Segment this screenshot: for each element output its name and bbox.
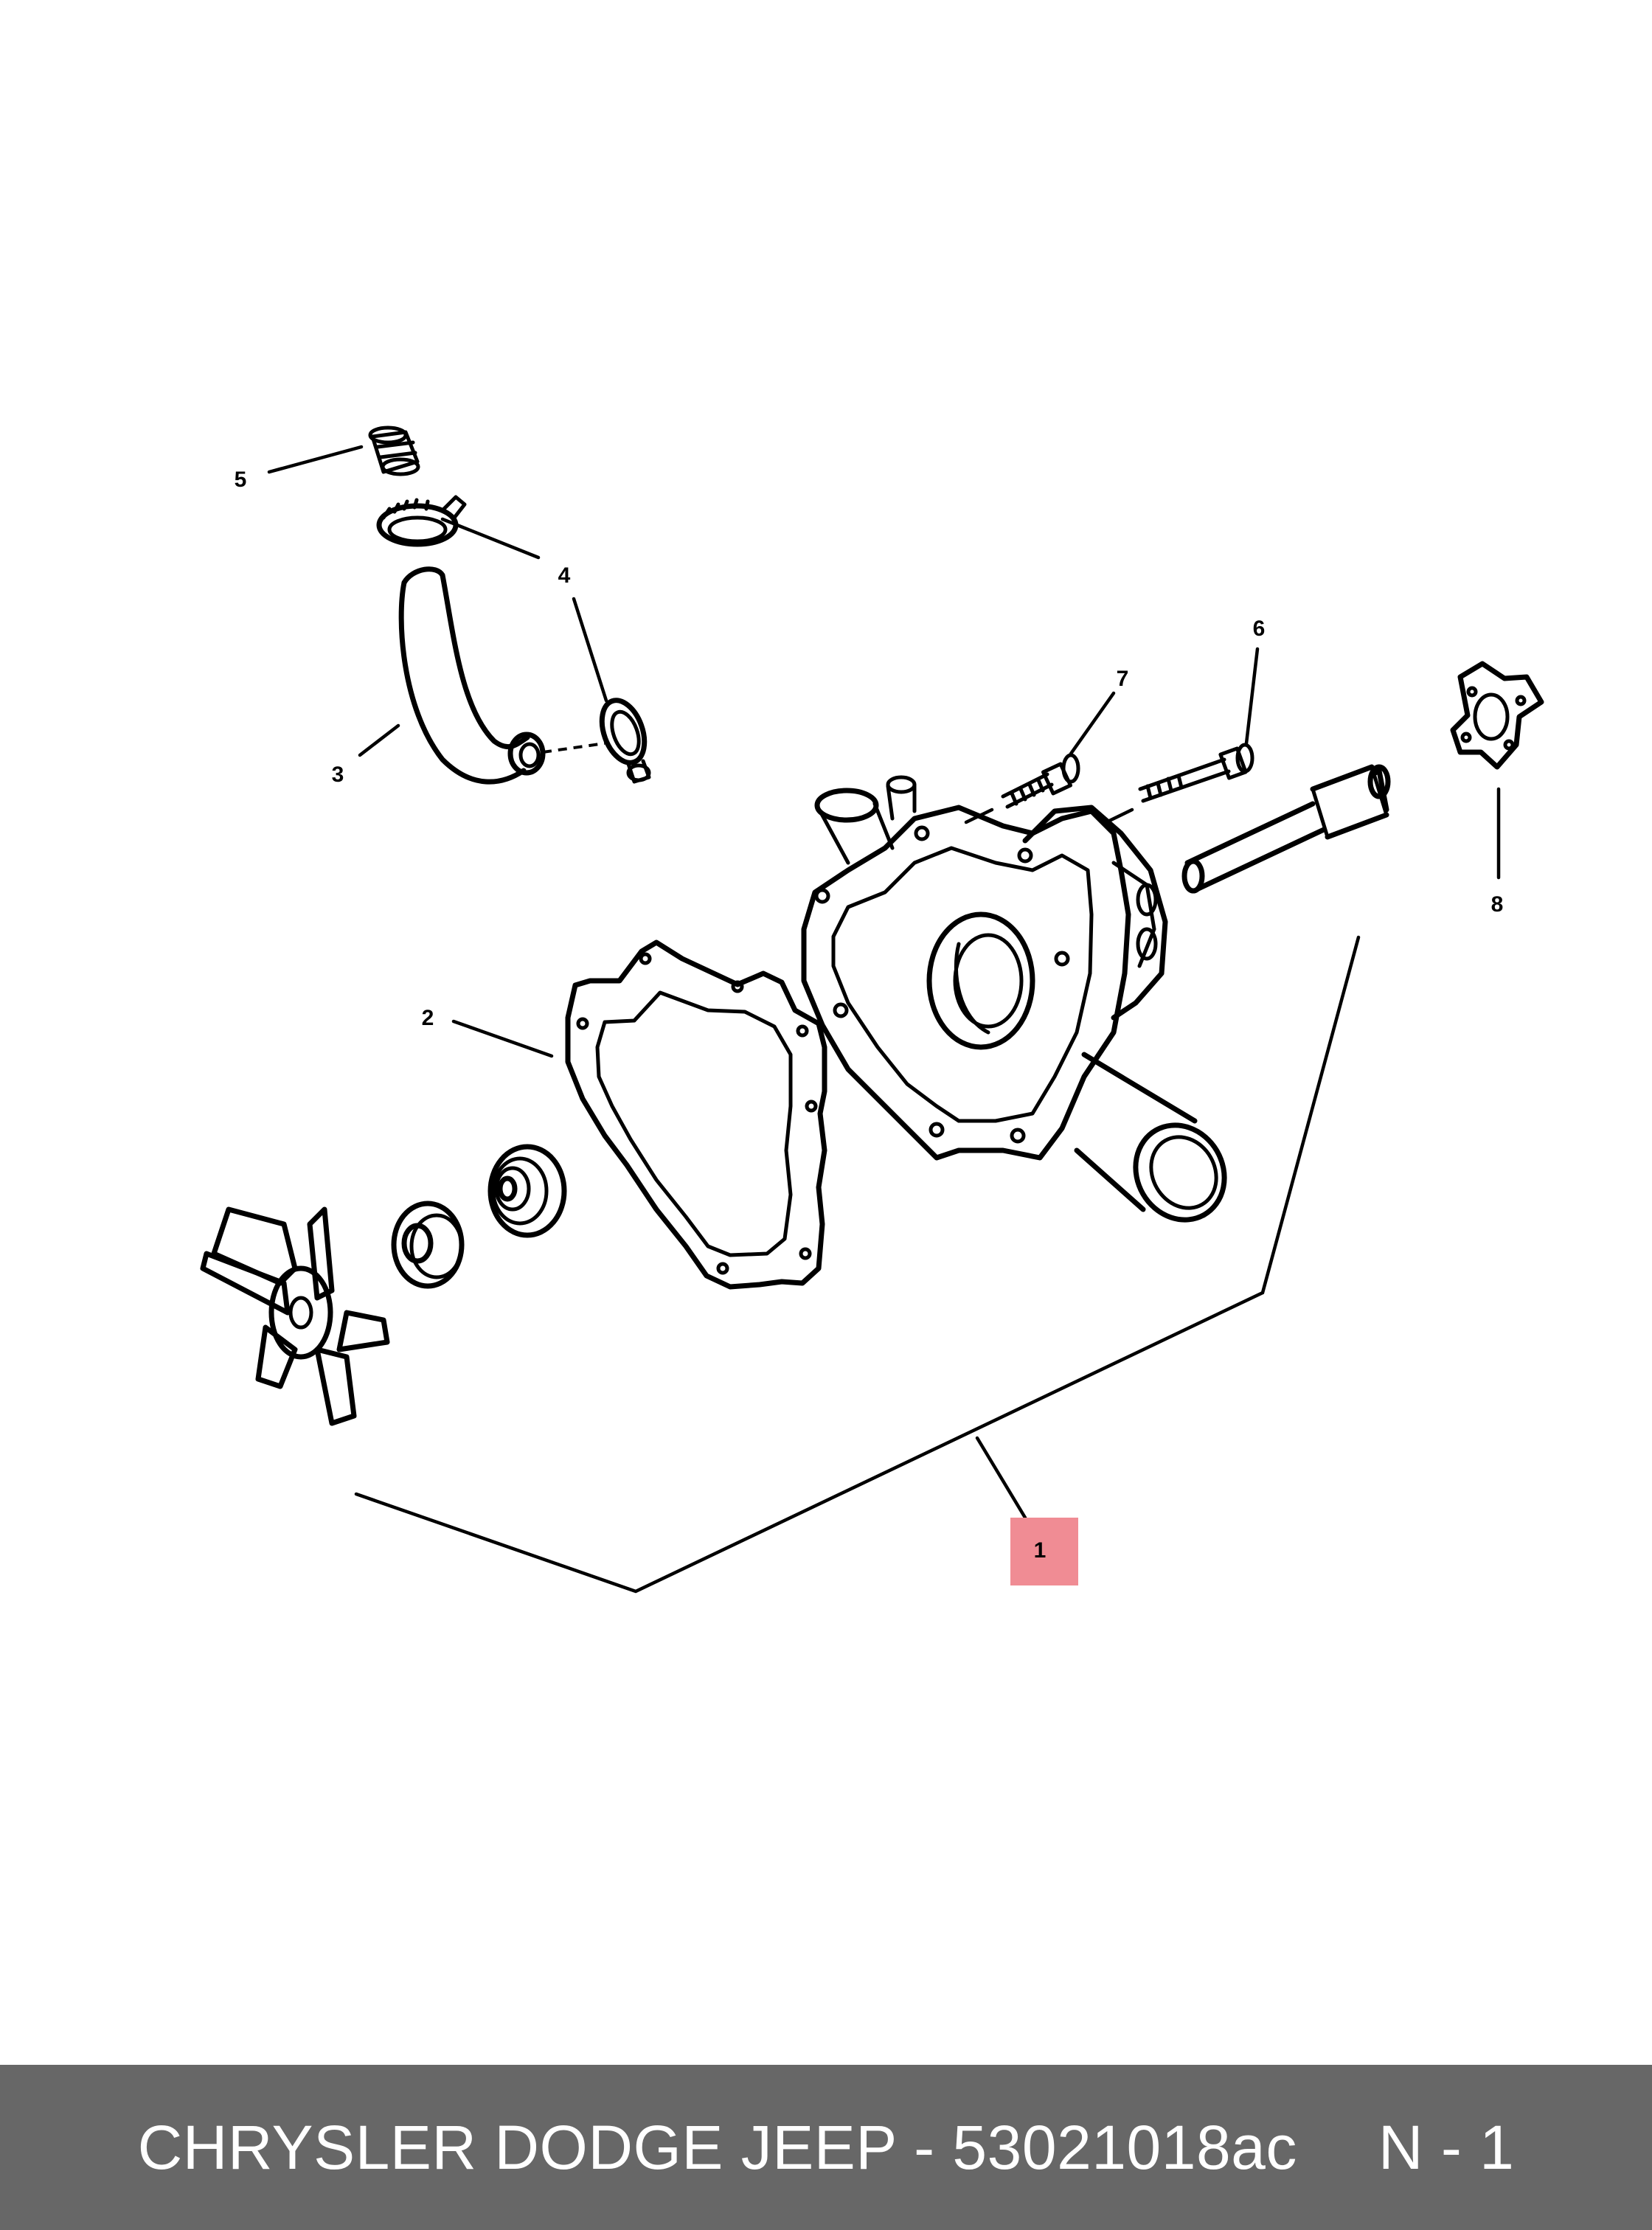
footer-caption-bar: CHRYSLER DODGE JEEP - 53021018ac N - 1	[0, 2065, 1652, 2230]
hub-plate-part-8	[1450, 661, 1544, 770]
callout-7: 7	[1117, 667, 1129, 691]
callout-3: 3	[332, 763, 344, 787]
pump-shaft	[1181, 764, 1391, 894]
leader-line-4a	[440, 517, 541, 560]
callout-5: 5	[235, 468, 247, 492]
gasket-part-2	[565, 939, 827, 1290]
seal-ring-large	[487, 1144, 567, 1238]
callout-1-highlight	[1010, 1518, 1078, 1585]
leader-line-6	[1244, 647, 1260, 746]
leader-line-4b	[572, 597, 608, 703]
pump-mate-line	[1104, 807, 1134, 824]
bolt-part-7	[1001, 753, 1080, 809]
gasket-mate-line	[964, 807, 994, 824]
brand-part-number: CHRYSLER DODGE JEEP - 53021018ac	[137, 2112, 1297, 2182]
callout-2: 2	[422, 1006, 434, 1030]
hose-part-3	[398, 566, 605, 785]
leader-line-3	[358, 723, 400, 757]
water-pump-housing	[801, 775, 1227, 1223]
impeller-fan	[200, 1206, 390, 1426]
page-reference: N - 1	[1378, 2112, 1515, 2182]
clamp-lower-part-4	[599, 698, 651, 784]
bolt-part-6	[1138, 743, 1254, 803]
fitting-part-5	[368, 425, 420, 476]
leader-line-2	[451, 1019, 554, 1058]
callout-1: 1	[1034, 1538, 1047, 1563]
seal-ring-small	[391, 1201, 465, 1289]
footer-caption: CHRYSLER DODGE JEEP - 53021018ac N - 1	[138, 2112, 1515, 2184]
leader-line-5	[267, 445, 364, 474]
parts-diagram: 1 2 3 4 5 6 7 8	[200, 425, 1544, 1594]
assembly-bracket	[354, 935, 1361, 1594]
callout-4: 4	[558, 563, 571, 588]
callout-6: 6	[1253, 616, 1266, 641]
leader-line-1	[975, 1436, 1027, 1520]
diagram-canvas: 1 2 3 4 5 6 7 8	[200, 425, 1544, 1594]
callout-8: 8	[1491, 892, 1504, 917]
clamp-upper-part-4	[376, 495, 467, 547]
leader-line-7	[1069, 691, 1116, 756]
